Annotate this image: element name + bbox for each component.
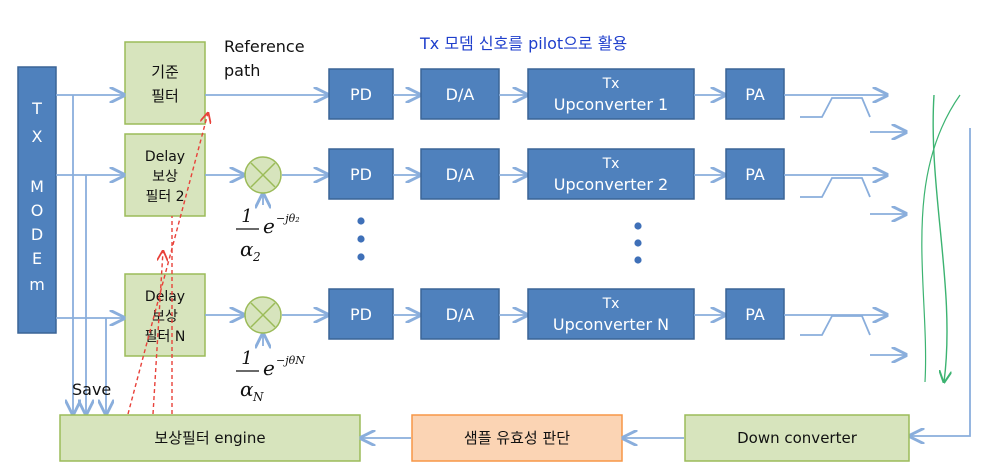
diagram-title: Tx 모뎀 신호를 pilot으로 활용 [419, 34, 627, 53]
svg-text:1: 1 [241, 348, 252, 369]
svg-text:샘플 유효성 판단: 샘플 유효성 판단 [464, 429, 570, 447]
reference-filter-block: 기준 필터 [124, 41, 206, 125]
svg-text:보상: 보상 [152, 309, 178, 325]
svg-text:보상: 보상 [152, 169, 178, 185]
svg-text:Reference: Reference [224, 37, 305, 56]
upconverter-1-top: Tx [602, 76, 620, 92]
svg-text:−jθ₂: −jθ₂ [276, 212, 300, 225]
weight-formula-2: 1 α 2 e −jθ₂ [236, 206, 300, 264]
upconverter-n-label: Upconverter N [553, 315, 669, 334]
upconverter-2-top: Tx [602, 156, 620, 172]
svg-text:Down converter: Down converter [737, 429, 858, 447]
pd-block-2: PD [350, 165, 372, 184]
tx-chain-1: PD D/A Tx Upconverter 1 PA [328, 68, 906, 132]
update-arrows [127, 113, 208, 415]
delay-compensation-filter-n: Delay 보상 필터 N [124, 273, 206, 357]
svg-text:path: path [224, 61, 260, 80]
multiplier-2 [244, 156, 282, 194]
svg-text:m: m [29, 275, 45, 294]
upconverter-2-label: Upconverter 2 [554, 175, 668, 194]
pd-block-n: PD [350, 305, 372, 324]
pd-block-1: PD [350, 85, 372, 104]
svg-text:X: X [32, 127, 43, 146]
svg-text:기준: 기준 [151, 63, 179, 81]
da-block-2: D/A [446, 165, 475, 184]
svg-text:−jθN: −jθN [276, 354, 305, 367]
tx-chain-n: PD D/A Tx Upconverter N PA [328, 288, 906, 355]
svg-text:Delay: Delay [145, 149, 185, 165]
svg-text:T: T [31, 99, 42, 118]
compensation-filter-engine: 보상필터 engine [59, 414, 361, 462]
upconverter-1-label: Upconverter 1 [554, 95, 668, 114]
svg-text:O: O [31, 201, 44, 220]
svg-text:e: e [263, 356, 275, 380]
svg-text:1: 1 [241, 206, 252, 227]
svg-text:2: 2 [252, 250, 261, 264]
svg-text:필터 2: 필터 2 [145, 189, 184, 205]
svg-text:D: D [31, 225, 43, 244]
svg-text:보상필터 engine: 보상필터 engine [154, 429, 265, 447]
svg-text:e: e [263, 214, 275, 238]
coupling-curves [921, 94, 961, 382]
svg-text:필터 N: 필터 N [145, 329, 186, 345]
tx-modem-block: T X M O D E m [17, 66, 57, 334]
da-block-1: D/A [446, 85, 475, 104]
upconverter-n-top: Tx [602, 296, 620, 312]
svg-text:α: α [240, 237, 254, 261]
ellipsis-dots [357, 217, 642, 264]
pa-block-n: PA [745, 305, 765, 324]
reference-path-label: Reference path [224, 37, 305, 80]
pa-block-1: PA [745, 85, 765, 104]
delay-compensation-filter-2: Delay 보상 필터 2 [124, 133, 206, 217]
svg-text:M: M [30, 177, 44, 196]
svg-text:E: E [32, 249, 42, 268]
svg-text:Delay: Delay [145, 289, 185, 305]
tx-chain-2: PD D/A Tx Upconverter 2 PA [328, 148, 906, 214]
feedback-path [910, 128, 971, 436]
sample-validity-block: 샘플 유효성 판단 [411, 414, 623, 462]
save-label: Save [72, 380, 111, 399]
multiplier-n [244, 296, 282, 334]
down-converter-block: Down converter [684, 414, 910, 462]
svg-text:필터: 필터 [151, 87, 179, 105]
signal-lines [56, 95, 328, 414]
da-block-n: D/A [446, 305, 475, 324]
weight-formula-n: 1 α N e −jθN [236, 348, 305, 404]
svg-text:N: N [252, 390, 264, 404]
pa-block-2: PA [745, 165, 765, 184]
svg-text:α: α [240, 377, 254, 401]
